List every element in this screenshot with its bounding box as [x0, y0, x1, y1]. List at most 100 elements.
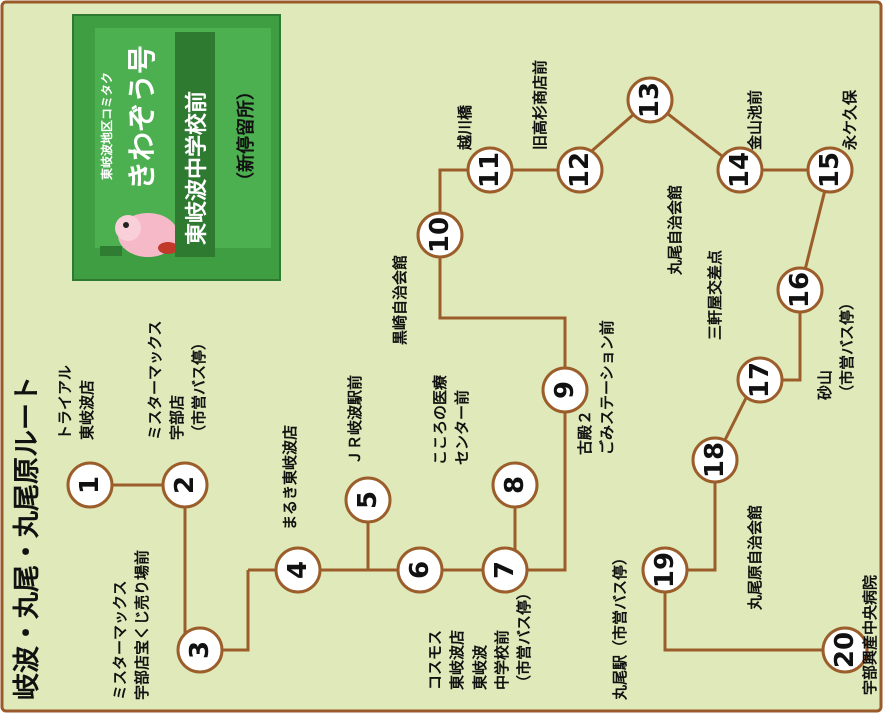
stop-label-line: 黒崎自治会館 — [391, 255, 409, 345]
page-title: 岐波・丸尾・丸尾原ルート — [12, 376, 43, 700]
stop-label-20: 宇部興産中央病院 — [861, 575, 879, 695]
stop-label-5: ＪＲ岐波駅前 — [346, 375, 364, 465]
stop-label-line: 金山池前 — [746, 90, 764, 151]
stop-label-line: 丸尾原自治会館 — [746, 505, 764, 611]
stop-number: 13 — [635, 82, 665, 118]
brand-org-text: 東岐波地区コミタク — [99, 72, 114, 180]
stop-label-line: （市営バス停） — [838, 295, 856, 400]
stop-number: 10 — [425, 217, 455, 253]
stop-label-19: 丸尾駅（市営バス停） — [611, 550, 629, 701]
stop-circle — [176, 626, 224, 674]
stop-label-line: ＪＲ岐波駅前 — [346, 375, 364, 465]
stop-label-8: こころの医療センター前 — [431, 374, 471, 465]
stop-label-line: 中学校前 — [493, 630, 511, 690]
stop-circle — [274, 546, 322, 594]
stop-number: 6 — [405, 561, 435, 579]
stop-label-line: 東岐波店 — [448, 630, 466, 690]
stop-marker-19: 19 — [641, 546, 689, 594]
stop-circle — [626, 76, 674, 124]
stop-number: 16 — [785, 272, 815, 308]
stop-circle — [491, 461, 539, 509]
stop-number: 14 — [725, 152, 755, 188]
stop-label-line: トライアル — [56, 365, 74, 440]
stop-label-line: 永ケ久保 — [841, 89, 859, 151]
stop-marker-4: 4 — [274, 546, 322, 594]
stop-label-16: 砂山（市営バス停） — [816, 295, 856, 400]
stop-circle — [716, 146, 764, 194]
stop-marker-8: 8 — [491, 461, 539, 509]
stop-label-18: 丸尾原自治会館 — [746, 505, 764, 611]
stop-circle — [481, 546, 529, 594]
stop-label-line: （市営バス停） — [515, 585, 533, 690]
stop-marker-5: 5 — [344, 476, 392, 524]
stop-label-line: 古殿２ — [576, 410, 594, 455]
stop-label-line: こころの医療 — [431, 374, 449, 465]
stop-label-14: 金山池前 — [746, 90, 764, 151]
labels-layer: トライアル東岐波店ミスターマックス宇部店（市営バス停）ミスターマックス宇部店宝く… — [56, 60, 879, 701]
stop-label-12: 旧高杉商店前 — [531, 60, 549, 150]
stop-label-line: 丸尾駅（市営バス停） — [611, 550, 629, 701]
stop-circle — [821, 626, 869, 674]
stop-label-line: 三軒屋交差点 — [706, 250, 724, 340]
stop-label-line: 旧高杉商店前 — [531, 60, 549, 150]
stop-label-line: コスモス — [426, 630, 444, 690]
stop-marker-15: 15 — [806, 146, 854, 194]
stop-circle — [641, 546, 689, 594]
stop-number: 8 — [500, 476, 530, 494]
stop-marker-10: 10 — [416, 211, 464, 259]
stop-number: 19 — [650, 552, 680, 588]
stop-marker-20: 20 — [821, 626, 869, 674]
stop-circle — [161, 461, 209, 509]
stop-label-7: 東岐波中学校前（市営バス停） — [471, 585, 533, 690]
stop-marker-13: 13 — [626, 76, 674, 124]
stop-marker-1: 1 — [66, 461, 114, 509]
stop-label-line: ごみステーション前 — [598, 320, 616, 455]
stop-circle — [416, 211, 464, 259]
stop-number: 5 — [353, 491, 383, 509]
stop-label-1: トライアル東岐波店 — [56, 365, 96, 440]
stop-number: 7 — [490, 561, 520, 579]
stop-label-line: 越川橋 — [456, 104, 474, 151]
stop-circle — [736, 356, 784, 404]
stop-circle — [691, 436, 739, 484]
stop-marker-12: 12 — [556, 146, 604, 194]
stop-number: 18 — [700, 442, 730, 478]
stop-circle — [806, 146, 854, 194]
stop-label-11: 越川橋 — [456, 104, 474, 151]
kiwazou-logo-badge: 東岐波地区コミタク きわぞう号 東岐波中学校前 — [72, 14, 281, 281]
stop-marker-14: 14 — [716, 146, 764, 194]
stop-label-4: まるき東岐波店 — [281, 425, 299, 530]
stop-circle — [776, 266, 824, 314]
stop-number: 11 — [475, 152, 505, 188]
stop-label-15: 永ケ久保 — [841, 89, 859, 151]
stop-label-line: 丸尾自治会館 — [666, 185, 684, 276]
stop-circle — [466, 146, 514, 194]
stop-circle — [396, 546, 444, 594]
stop-label-line: 宇部店宝くじ売り場前 — [133, 550, 151, 700]
stop-circle — [66, 461, 114, 509]
brand-name-text: きわぞう号 — [125, 45, 159, 190]
stop-marker-3: 3 — [176, 626, 224, 674]
stop-label-line: （市営バス停） — [190, 335, 208, 440]
stop-label-line: 砂山 — [816, 370, 834, 400]
stop-marker-2: 2 — [161, 461, 209, 509]
new-stop-note-text: （新停留所） — [235, 82, 257, 190]
stop-label-line: センター前 — [453, 390, 471, 465]
stop-number: 12 — [565, 152, 595, 188]
stop-marker-16: 16 — [776, 266, 824, 314]
mascot-illustration-icon — [100, 213, 178, 257]
stop-label-line: 宇部店 — [168, 395, 186, 440]
stop-label-10: 黒崎自治会館 — [391, 255, 409, 345]
stop-number: 2 — [170, 476, 200, 494]
stop-marker-11: 11 — [466, 146, 514, 194]
stop-marker-9: 9 — [541, 366, 589, 414]
stop-label-17: 三軒屋交差点 — [706, 250, 724, 340]
stop-marker-7: 7 — [481, 546, 529, 594]
stop-label-line: ミスターマックス — [146, 320, 164, 440]
stop-circle — [541, 366, 589, 414]
stop-label-2: ミスターマックス宇部店（市営バス停） — [146, 320, 208, 440]
stop-label-6: コスモス東岐波店 — [426, 630, 466, 690]
stop-number: 3 — [185, 641, 215, 659]
